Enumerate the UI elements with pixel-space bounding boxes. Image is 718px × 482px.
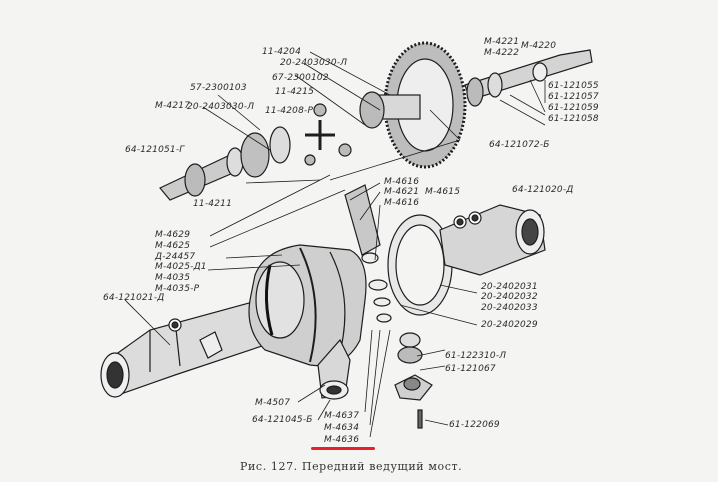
part-label: 20-2402032 <box>481 292 538 302</box>
leader-lines <box>124 51 546 438</box>
part-label: 61-121059 <box>548 103 599 113</box>
part-label: M-4222 <box>484 48 520 58</box>
spider-gears <box>304 103 352 166</box>
part-label: 67-2300102 <box>272 73 329 83</box>
part-label: 64-121020-Д <box>512 185 574 195</box>
companion-flange <box>394 374 433 429</box>
part-label: M-4634 <box>324 423 360 433</box>
part-label: 20-2403030-Л <box>187 102 255 112</box>
part-label-highlighted: M-4636 <box>324 435 360 445</box>
left-half-shaft <box>159 126 291 201</box>
part-label: 61-121067 <box>445 364 496 374</box>
part-label: M-4629 <box>155 230 191 240</box>
figure-caption: Рис. 127. Передний ведущий мост. <box>240 460 463 473</box>
part-label: M-4616 <box>384 177 420 187</box>
part-label: 64-121021-Д <box>103 293 165 303</box>
part-label: M-4621 <box>384 187 420 197</box>
part-label: 61-121057 <box>548 92 599 102</box>
right-half-shaft <box>464 49 593 107</box>
part-label: 11-4215 <box>275 87 315 97</box>
red-highlight-underline <box>311 447 375 450</box>
part-label: 20-2403030-Л <box>280 58 348 68</box>
part-label: M-4507 <box>255 398 291 408</box>
part-label: 61-122069 <box>449 420 500 430</box>
part-label: M-4616 <box>384 198 420 208</box>
part-label: M-4615 <box>425 187 461 197</box>
part-label: 11-4211 <box>193 199 233 209</box>
pinion-stack <box>344 184 423 364</box>
part-label: 57-2300103 <box>190 83 247 93</box>
part-label: 64-121051-Г <box>125 145 185 155</box>
part-label: M-4025-Д1 <box>155 262 207 272</box>
part-label: 61-122310-Л <box>445 351 507 361</box>
part-label: M-4035 <box>155 273 191 283</box>
part-label: Д-24457 <box>155 252 196 262</box>
part-label: M-4221 <box>484 37 520 47</box>
part-label: 61-121058 <box>548 114 599 124</box>
part-label: 20-2402033 <box>481 303 538 313</box>
part-label: 11-4204 <box>262 47 302 57</box>
part-label: M-4217 <box>155 101 191 111</box>
part-label: 64-121072-Б <box>489 140 550 150</box>
part-label: M-4625 <box>155 241 191 251</box>
part-label: M-4035-Р <box>155 284 200 294</box>
part-label: M-4637 <box>324 411 360 421</box>
part-label: 20-2402031 <box>481 282 538 292</box>
right-axle-housing <box>439 204 546 276</box>
differential-housing <box>248 244 367 400</box>
part-label: 64-121045-Б <box>252 415 313 425</box>
part-label: M-4220 <box>521 41 557 51</box>
part-label: 61-121055 <box>548 81 599 91</box>
ring-gear <box>359 41 467 169</box>
part-label: 11-4208-Р <box>265 106 314 116</box>
part-label: 20-2402029 <box>481 320 538 330</box>
left-axle-housing <box>100 299 266 398</box>
